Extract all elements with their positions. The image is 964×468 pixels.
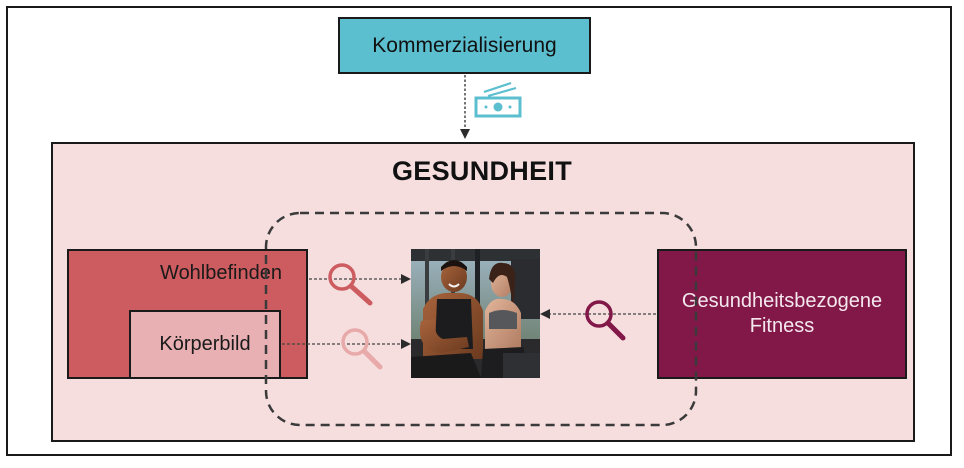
body-image-box — [129, 310, 281, 379]
search-icon — [328, 263, 373, 306]
search-icon — [341, 328, 383, 370]
search-icon — [585, 300, 626, 341]
commercialization-label: Kommerzialisierung — [372, 33, 557, 57]
fitness-label-line2: Fitness — [749, 315, 815, 337]
dashed-focus-region — [264, 211, 698, 427]
wellbeing-label: Wohlbefinden — [160, 262, 282, 284]
fitness-people-photo — [411, 249, 540, 378]
health-title: GESUNDHEIT — [391, 156, 573, 186]
body-image-label: Körperbild — [159, 333, 251, 355]
fitness-label-line1: Gesundheitsbezogene — [681, 290, 883, 312]
fitness-box: Gesundheitsbezogene Fitness — [657, 249, 907, 379]
money-icon — [474, 81, 522, 118]
commercialization-box: Kommerzialisierung — [338, 17, 591, 74]
